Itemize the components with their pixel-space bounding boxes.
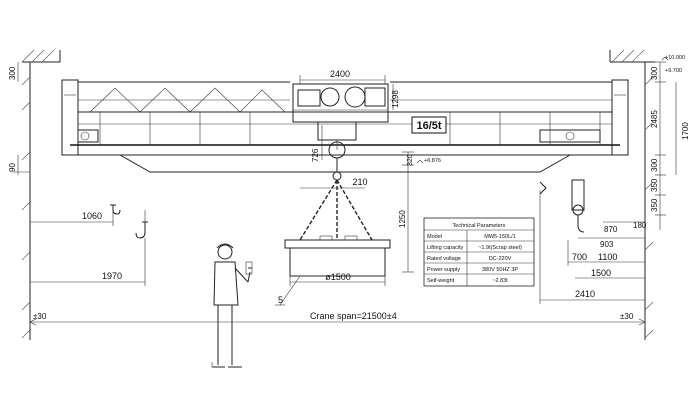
dim-right-2410: 2410 xyxy=(575,289,595,299)
param-value-lifting-capacity: ~1.9t(Scrap steel) xyxy=(478,245,522,251)
hook-assembly xyxy=(328,141,346,181)
param-value-power-supply: 380V 50HZ 3P xyxy=(482,267,518,273)
lifting-magnet xyxy=(284,235,391,277)
dim-right-top: 300 xyxy=(650,66,659,80)
elev-top: +10.000 xyxy=(665,55,685,61)
dim-trolley-gauge: 2400 xyxy=(330,69,350,79)
dim-height-1250: 1250 xyxy=(398,210,407,228)
dim-trolley-height: 1298 xyxy=(391,90,400,108)
dim-left-top: 300 xyxy=(8,66,17,80)
dim-height-320: 320 xyxy=(407,154,414,166)
right-hook-position xyxy=(539,179,585,233)
param-value-self-weight: ~2.83t xyxy=(492,278,508,284)
elev-mid: +9.700 xyxy=(665,68,682,74)
param-label-rated-voltage: Rated voltage xyxy=(427,256,461,262)
dim-right-300b: 300 xyxy=(650,158,659,172)
param-value-model: MW5-150L/1 xyxy=(484,234,516,240)
crane-span-label: Crane span=21500±4 xyxy=(310,311,397,321)
dim-right-350a: 350 xyxy=(650,178,659,192)
dim-hook-726: 726 xyxy=(311,148,320,162)
dim-right-1500: 1500 xyxy=(591,268,611,278)
dim-magnet-diameter: ø1500 xyxy=(325,272,351,282)
param-label-lifting-capacity: Lifting capacity xyxy=(427,245,464,251)
callout-5: 5 xyxy=(278,295,283,305)
dim-right-870: 870 xyxy=(604,225,618,234)
param-label-power-supply: Power supply xyxy=(427,267,460,273)
dim-hook-210: 210 xyxy=(352,177,367,187)
dim-left-mid: 90 xyxy=(8,163,17,172)
crane-bridge xyxy=(61,79,629,173)
trolley xyxy=(292,83,389,150)
capacity-label: 16/5t xyxy=(416,120,441,132)
dim-right-2485: 2485 xyxy=(650,110,659,128)
lifting-chains xyxy=(299,179,373,241)
dim-right-1700: 1700 xyxy=(681,122,690,140)
dim-right-1100: 1100 xyxy=(598,252,617,262)
left-hook-positions xyxy=(110,204,148,239)
dim-right-350b: 350 xyxy=(650,198,659,212)
elev-hook: +6.876 xyxy=(424,158,441,164)
right-wall xyxy=(609,49,655,340)
dim-right-903: 903 xyxy=(600,240,614,249)
left-wall xyxy=(21,49,61,340)
table-title: Technical Parameters xyxy=(453,223,506,229)
dim-left-1970: 1970 xyxy=(102,271,122,281)
capacity-badge xyxy=(411,116,447,134)
dim-right-180: 180 xyxy=(633,221,647,230)
param-label-model: Model xyxy=(427,234,442,240)
dim-left-1060: 1060 xyxy=(82,211,102,221)
rail-left-tolerance: ±30 xyxy=(33,312,47,321)
param-value-rated-voltage: DC-220V xyxy=(489,256,512,262)
param-label-self-weight: Self-weight xyxy=(427,278,455,284)
dim-right-700: 700 xyxy=(572,252,587,262)
operator-figure xyxy=(211,243,253,368)
rail-right-tolerance: ±30 xyxy=(620,312,634,321)
technical-parameters-table: Technical Parameters Model MW5-150L/1 Li… xyxy=(423,217,535,287)
